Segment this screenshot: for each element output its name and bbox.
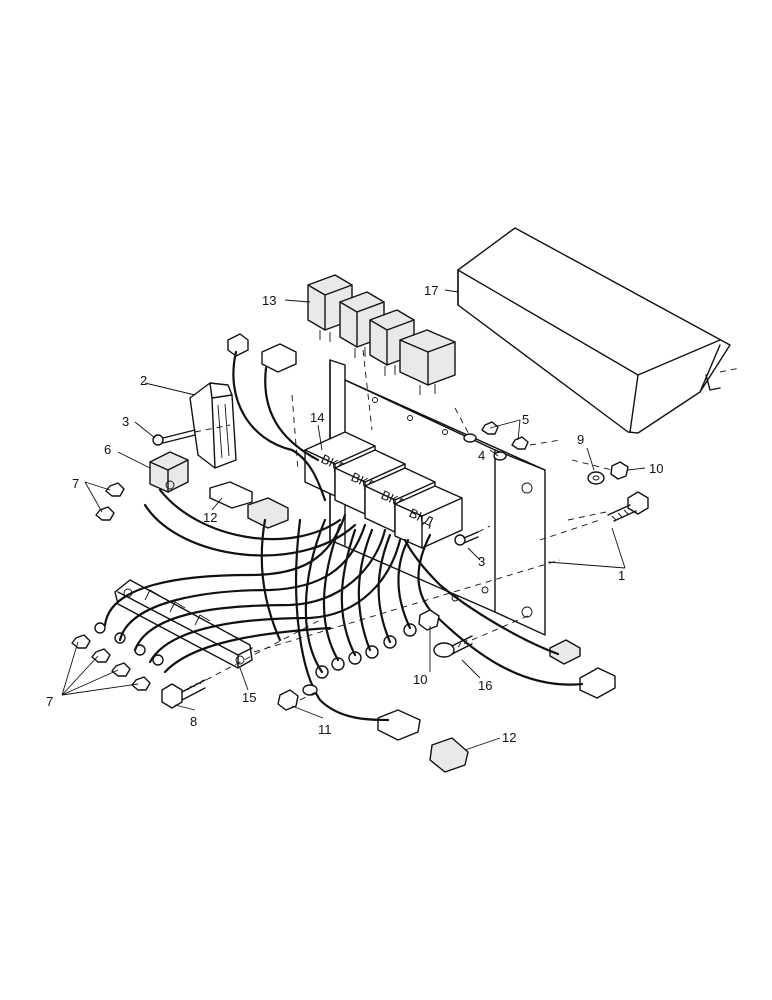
clip-part-2 [189,382,237,469]
callout-12-lower: 12 [502,730,516,745]
connector-part-12-lower [377,709,469,773]
wire-connector-right-lower [579,667,616,699]
relay [399,329,456,386]
leader-lines [61,289,646,751]
wire-connector-right-upper [549,639,581,665]
callouts: 1 2 3 3 4 5 6 7 7 8 9 10 10 11 12 12 13 … [46,283,663,745]
callout-11: 11 [318,722,332,737]
wire-connector-top-mid [261,343,297,373]
relays-part-13 [307,274,456,395]
assembly-lines [194,349,741,701]
callout-7-upper: 7 [72,476,79,491]
callout-3-upper: 3 [122,414,129,429]
bolt-part-8 [161,679,206,709]
screw-part-3-lower [454,531,479,546]
callout-10-upper: 10 [649,461,663,476]
nut-part-11 [277,684,318,711]
callout-9: 9 [577,432,584,447]
callout-1: 1 [618,568,625,583]
nuts-part-5 [481,421,529,450]
cover-part-17 [457,227,731,434]
bolt-part-1 [607,491,649,522]
terminal-strip-part-15 [114,579,253,669]
callout-10-lower: 10 [413,672,427,687]
callout-16: 16 [478,678,492,693]
nut-part-10-upper [610,461,629,480]
ring-terminals [94,622,417,679]
breaker-part-6 [149,451,189,493]
callout-5: 5 [522,412,529,427]
screw-part-3-upper [152,429,196,446]
connector-part-12-upper [209,481,289,529]
washers-part-4 [463,433,507,461]
relay-socket: ВКД [394,485,463,549]
callout-7-lower: 7 [46,694,53,709]
relay-sockets-part-14: ВКД ВКД ВКД ВКД [304,431,463,549]
washer-part-9 [587,471,605,485]
callout-4: 4 [478,448,485,463]
callout-2: 2 [140,373,147,388]
callout-6: 6 [104,442,111,457]
callout-14: 14 [310,410,324,425]
callout-12-upper: 12 [203,510,217,525]
wiring-harness [103,350,584,722]
callout-8: 8 [190,714,197,729]
callout-13: 13 [262,293,276,308]
callout-15: 15 [242,690,256,705]
callout-17: 17 [424,283,438,298]
wire-connector-top-left [227,333,249,357]
bolt-part-16 [433,635,473,658]
nut-part-10-lower [418,609,440,631]
callout-3-lower: 3 [478,554,485,569]
